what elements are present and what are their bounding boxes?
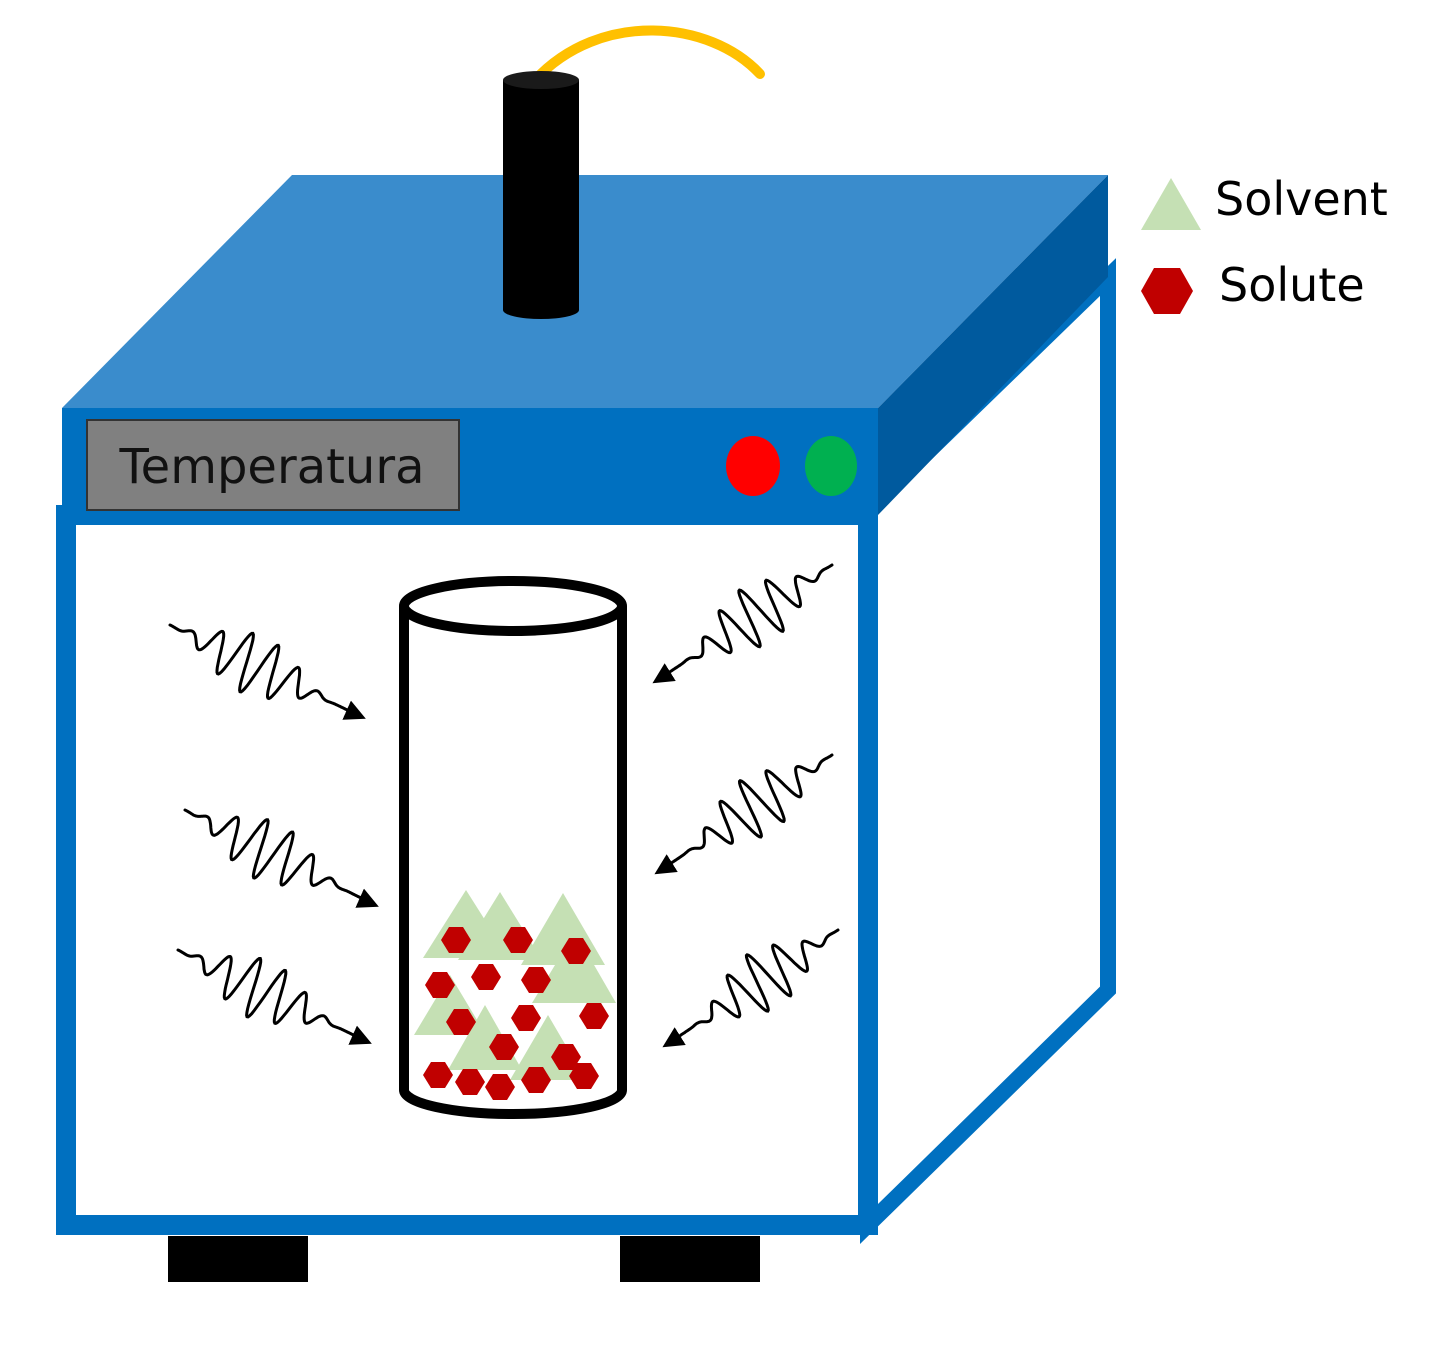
solute-particle	[561, 938, 591, 964]
solute-particle	[425, 972, 455, 998]
wave-arrow-left-bottom	[176, 948, 372, 1045]
right-foot	[620, 1236, 760, 1282]
test-tube-mouth	[399, 576, 627, 636]
left-foot	[168, 1236, 308, 1282]
solvent-particle	[532, 932, 616, 1003]
solute-particle	[489, 1034, 519, 1060]
solute-legend-label: Solute	[1219, 258, 1365, 312]
solvent-legend-label: Solvent	[1215, 172, 1388, 226]
wave-arrow-left-top	[168, 623, 366, 720]
sensor-probe	[503, 80, 579, 310]
red-indicator-light	[726, 436, 780, 496]
solute-particle	[569, 1063, 599, 1089]
radiation-waves	[168, 563, 840, 1048]
sensor-probe-top	[503, 71, 579, 89]
solute-particle	[485, 1074, 515, 1100]
temperature-display	[86, 419, 460, 511]
solute-legend-icon	[1141, 268, 1193, 314]
wave-arrow-right-top	[652, 563, 834, 684]
sensor-probe-bottom	[503, 301, 579, 319]
legend: Solvent Solute	[1141, 172, 1388, 314]
solute-particle	[471, 964, 501, 990]
wave-arrow-left-middle	[183, 808, 379, 908]
solute-particle	[455, 1069, 485, 1095]
green-indicator-light	[805, 436, 857, 496]
solute-particle	[423, 1062, 453, 1088]
solute-particle	[521, 967, 551, 993]
temperature-label: Temperatura	[119, 439, 425, 495]
wave-arrow-right-middle	[654, 753, 834, 875]
solute-particle	[521, 1067, 551, 1093]
lid-side	[878, 175, 1108, 515]
solute-particle	[511, 1005, 541, 1031]
sensor-cable	[530, 25, 765, 85]
wave-arrow-right-bottom	[662, 928, 840, 1048]
lid-top	[62, 175, 1108, 408]
solute-particle	[446, 1009, 476, 1035]
solute-particle	[503, 927, 533, 953]
solute-particle	[551, 1044, 581, 1070]
solute-particle	[441, 927, 471, 953]
solvent-legend-icon	[1141, 178, 1201, 230]
solute-particle	[579, 1003, 609, 1029]
tube-contents	[414, 890, 616, 1100]
